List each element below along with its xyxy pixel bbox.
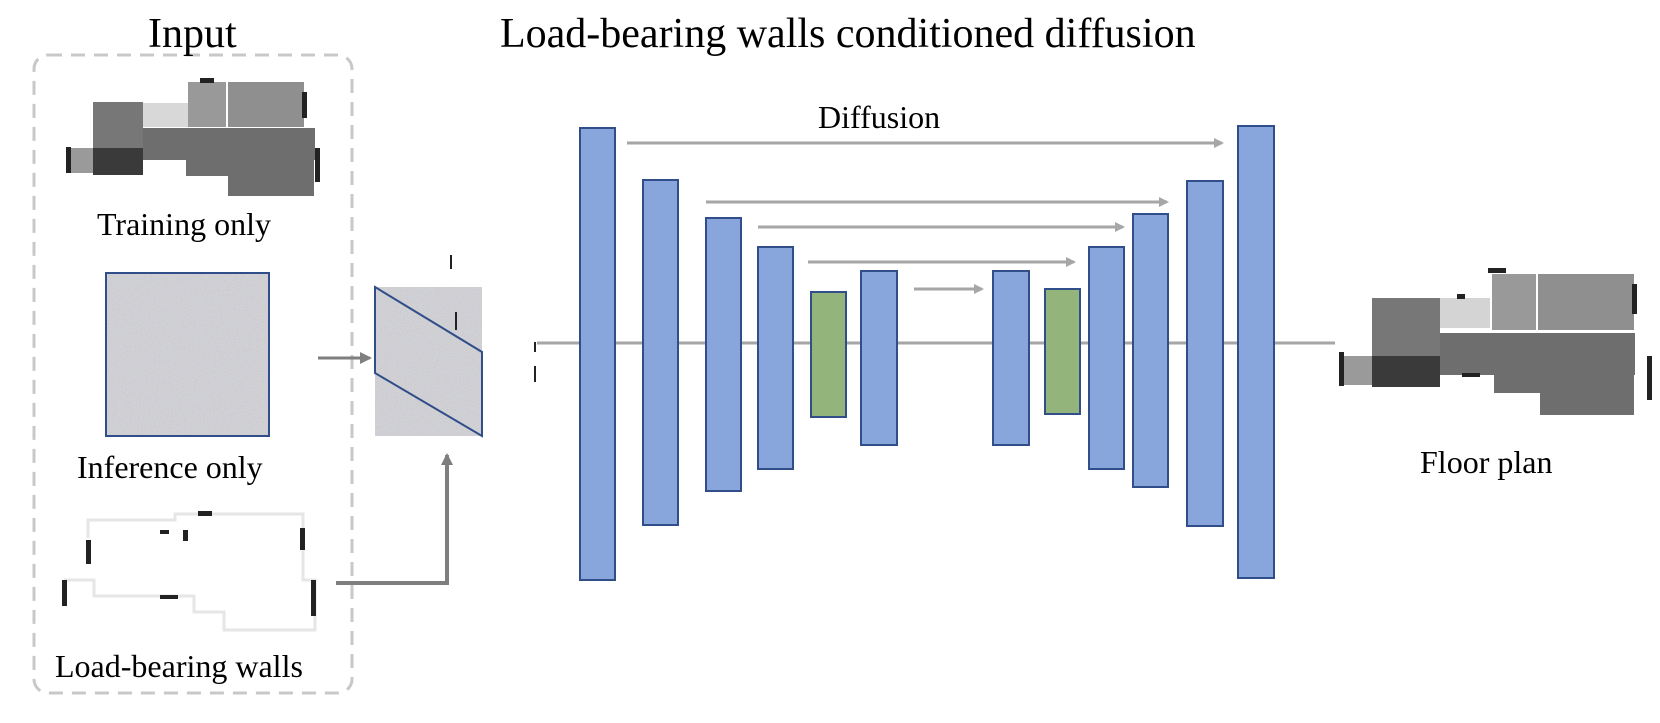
noise-square [106, 273, 269, 436]
load-bearing-walls-image [62, 511, 317, 632]
floor-plan-label: Floor plan [1420, 444, 1553, 480]
encoder-block-2 [642, 179, 679, 526]
bottleneck-block-1 [810, 291, 847, 418]
decoder-block-3 [1132, 213, 1169, 488]
input-panel-border [32, 53, 354, 695]
encoder-block-3 [705, 217, 742, 492]
training-floorplan-image [66, 78, 320, 196]
input-panel-title: Input [148, 11, 237, 57]
bottleneck-block-2 [1044, 288, 1081, 415]
encoder-block-5 [860, 270, 898, 446]
decoder-block-1 [992, 270, 1030, 446]
walls-to-latent-arrow [336, 453, 453, 585]
output-floorplan-image [1339, 268, 1652, 415]
diffusion-label: Diffusion [818, 99, 941, 135]
noisy-latent-plane [375, 287, 482, 436]
load-bearing-walls-label: Load-bearing walls [55, 648, 303, 684]
inference-only-label: Inference only [77, 449, 263, 485]
encoder-block-4 [757, 246, 794, 470]
training-only-label: Training only [97, 206, 271, 242]
diagram-title: Load-bearing walls conditioned diffusion [500, 11, 1196, 57]
decoder-block-2 [1088, 246, 1125, 470]
decoder-block-4 [1186, 180, 1224, 527]
decoder-block-5 [1237, 125, 1275, 579]
encoder-block-1 [579, 127, 616, 581]
